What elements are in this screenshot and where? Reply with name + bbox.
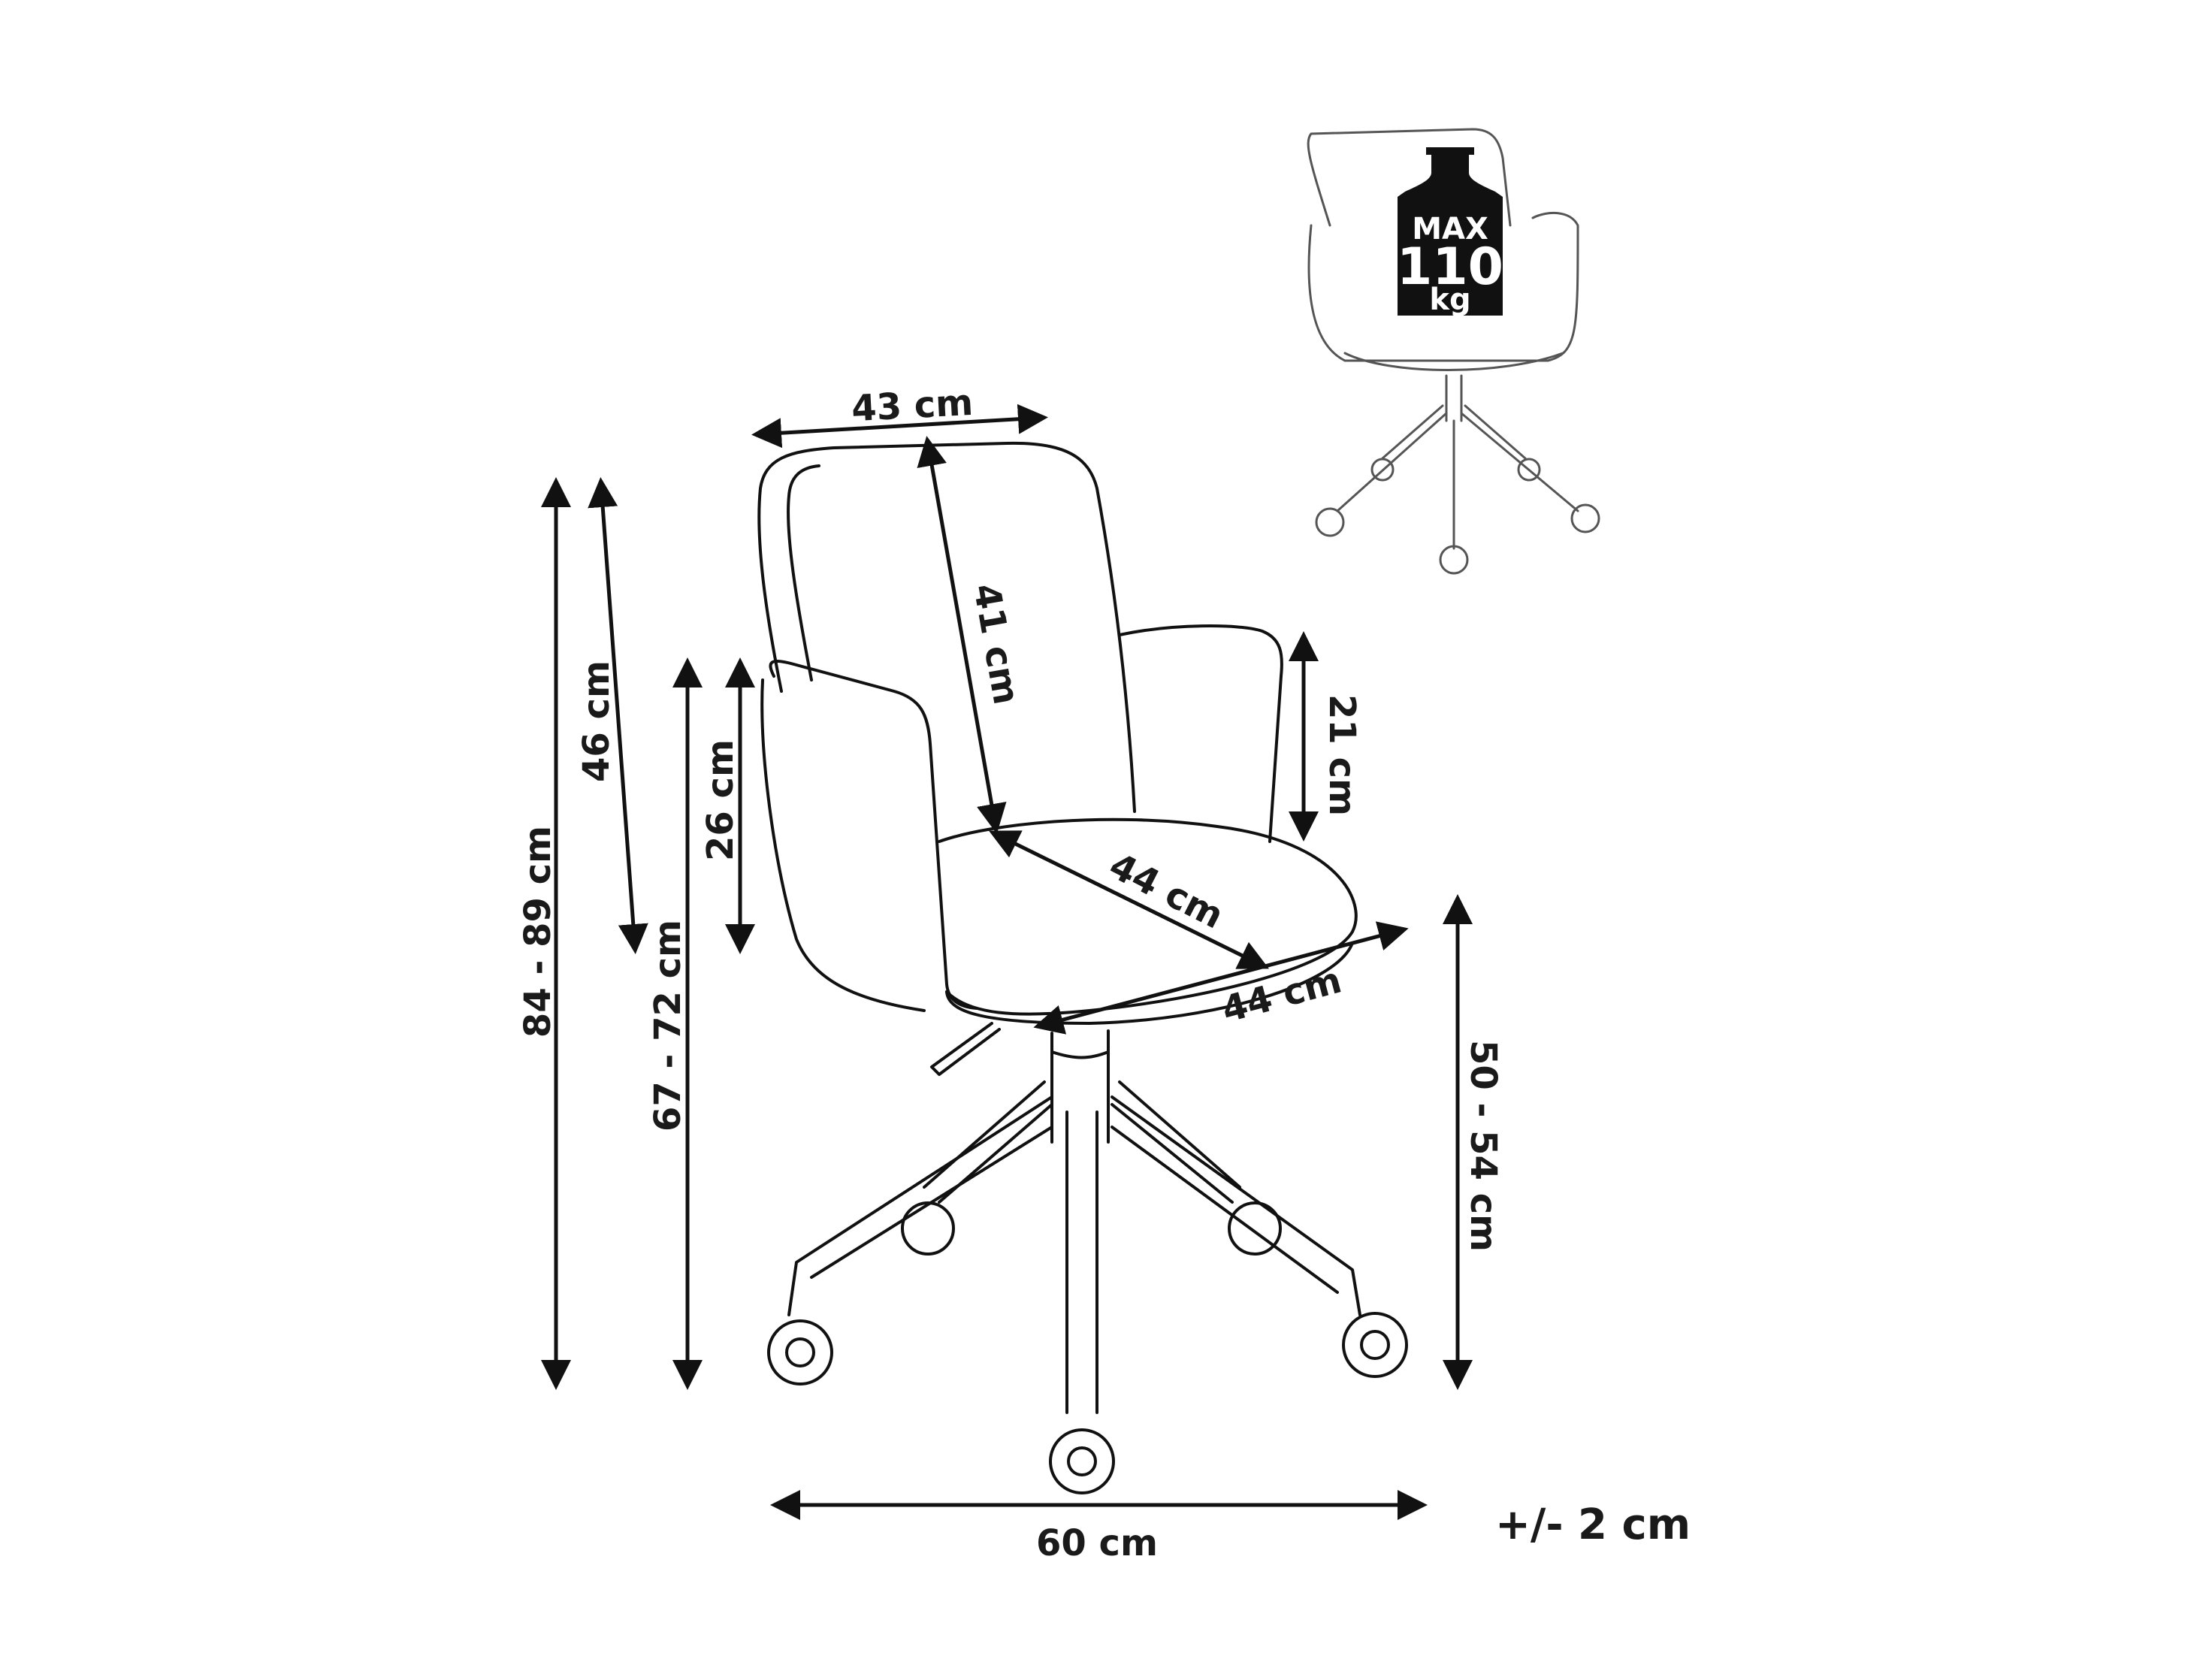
label-seat-depth: 44 cm: [1102, 845, 1230, 937]
chair-leg-right: [1111, 1095, 1361, 1316]
reference-chair-drawing: [1307, 128, 1600, 575]
label-backrest-height: 41 cm: [965, 581, 1027, 708]
chair-shell: [769, 660, 978, 1010]
chair-backrest: [757, 441, 1136, 813]
label-seat-back-width: 43 cm: [851, 382, 975, 430]
dimension-labels: 43 cm 41 cm 21 cm 44 cm 44 cm 84 - 89 cm…: [517, 382, 1691, 1564]
label-total-height: 84 - 89 cm: [517, 826, 559, 1038]
chair-lever: [930, 1022, 1001, 1076]
chair-leg-front: [1065, 1111, 1098, 1414]
caster-back-left: [901, 1201, 955, 1256]
label-back-height-from-seat: 46 cm: [576, 660, 618, 782]
chair-leg-left: [787, 1095, 1053, 1316]
label-seat-height: 50 - 54 cm: [1462, 1040, 1504, 1252]
chair-shell-outer: [760, 678, 926, 1012]
label-tolerance: +/- 2 cm: [1495, 1500, 1691, 1549]
badge-weight-value: 110: [1397, 237, 1503, 297]
chair-backrest-inner-edge: [787, 464, 820, 681]
chair-leg-back-right: [1111, 1080, 1241, 1204]
chair-leg-back-left: [923, 1080, 1053, 1204]
caster-front: [1049, 1428, 1115, 1494]
arrow-back-height-from-seat: [588, 477, 648, 954]
label-base-width: 60 cm: [1036, 1522, 1158, 1564]
chair-right-armrest: [1118, 624, 1283, 843]
weight-icon: [1398, 149, 1503, 316]
label-arm-height-from-floor: 67 - 72 cm: [647, 920, 689, 1132]
caster-right: [1342, 1312, 1408, 1378]
dimension-arrows: [541, 403, 1473, 1520]
label-armrest-from-seat: 26 cm: [700, 739, 742, 861]
max-load-badge: MAX 110 kg: [1397, 147, 1503, 317]
caster-left: [767, 1319, 833, 1386]
caster-back-right: [1228, 1201, 1282, 1256]
badge-unit-label: kg: [1429, 283, 1470, 317]
chair-gas-lift: [1050, 1029, 1110, 1144]
label-seat-width: 44 cm: [1217, 959, 1346, 1032]
arrow-backrest-height: [917, 436, 1007, 834]
badge-max-label: MAX: [1412, 212, 1488, 246]
arrow-seat-width: [1033, 921, 1409, 1035]
label-armrest-height: 21 cm: [1321, 694, 1363, 816]
arrow-seat-back-width: [751, 403, 1048, 449]
